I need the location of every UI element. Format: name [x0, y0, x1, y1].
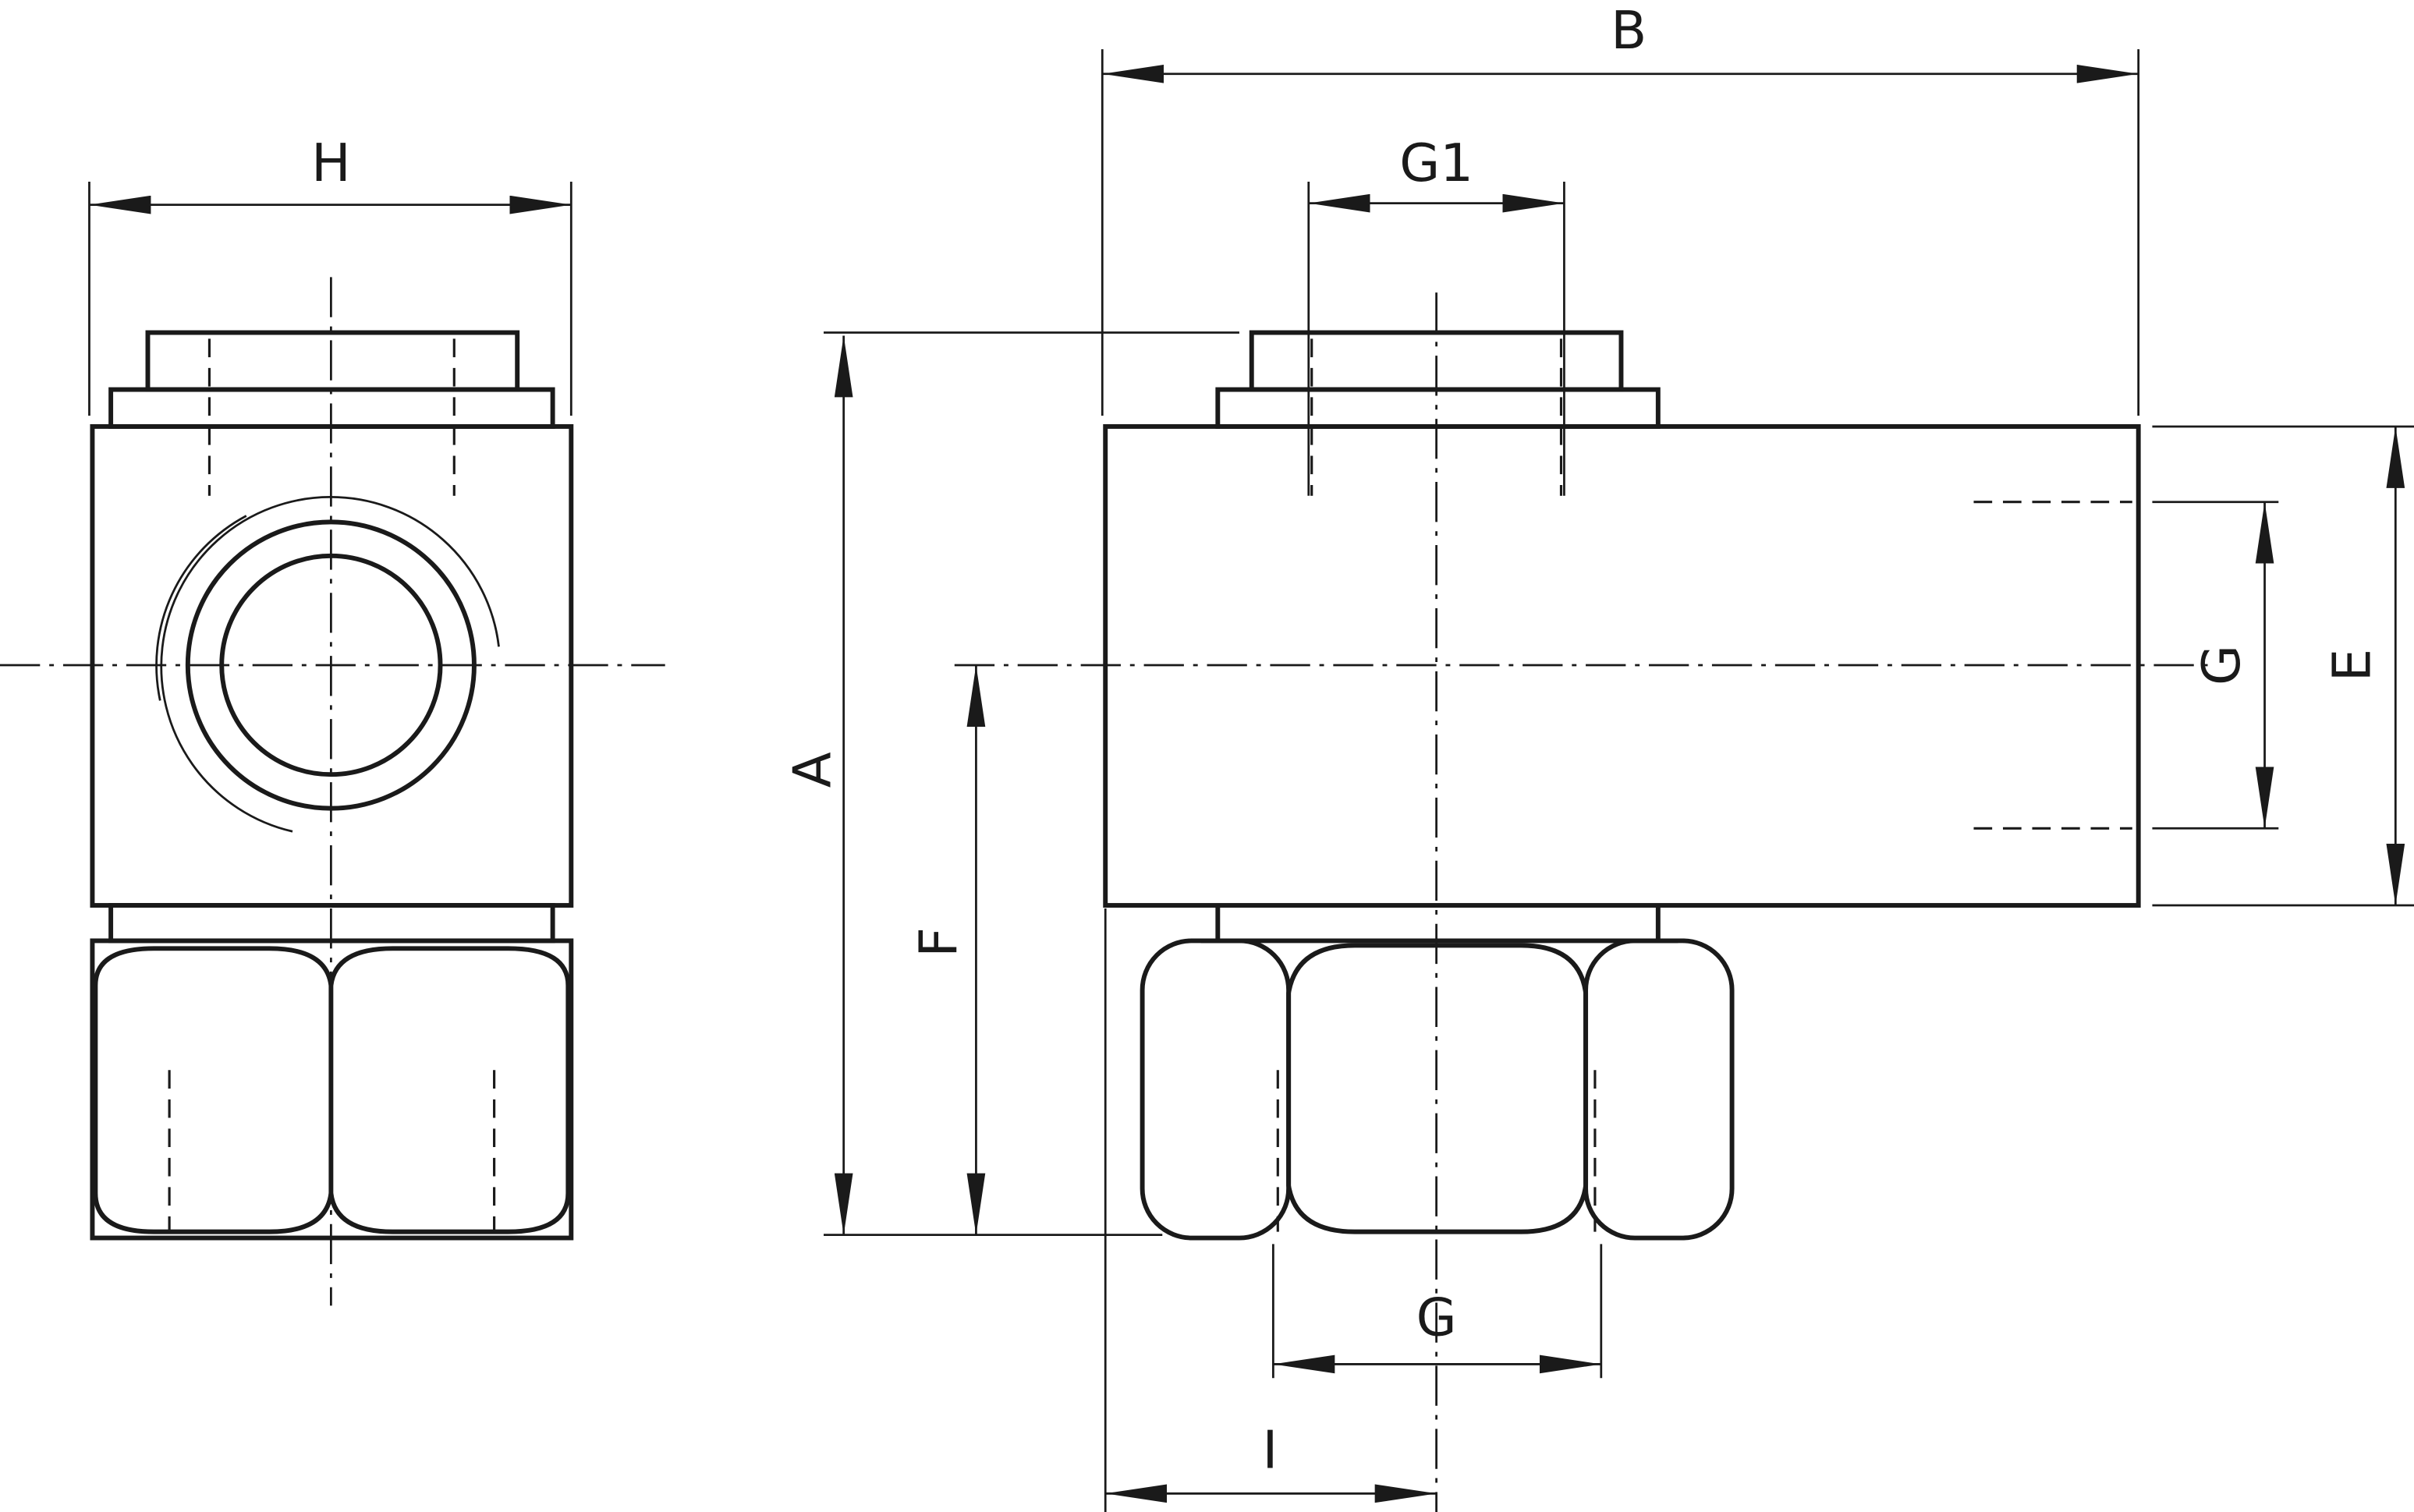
dimension-h-label: H [311, 133, 350, 193]
dimension-g-side-label: G [2191, 645, 2252, 685]
dimension-e-label: E [2322, 649, 2383, 682]
front-view: H [0, 133, 665, 1306]
dimension-i-label: I [1263, 1420, 1278, 1481]
dimension-g1-label: G1 [1399, 133, 1473, 193]
dimension-f-label: F [909, 927, 969, 958]
side-view: B G1 A F G E [782, 0, 2414, 1512]
dimension-g-bottom-label: G [1416, 1287, 1457, 1348]
dimension-a-label: A [782, 752, 843, 788]
dimension-b-label: B [1611, 0, 1647, 61]
